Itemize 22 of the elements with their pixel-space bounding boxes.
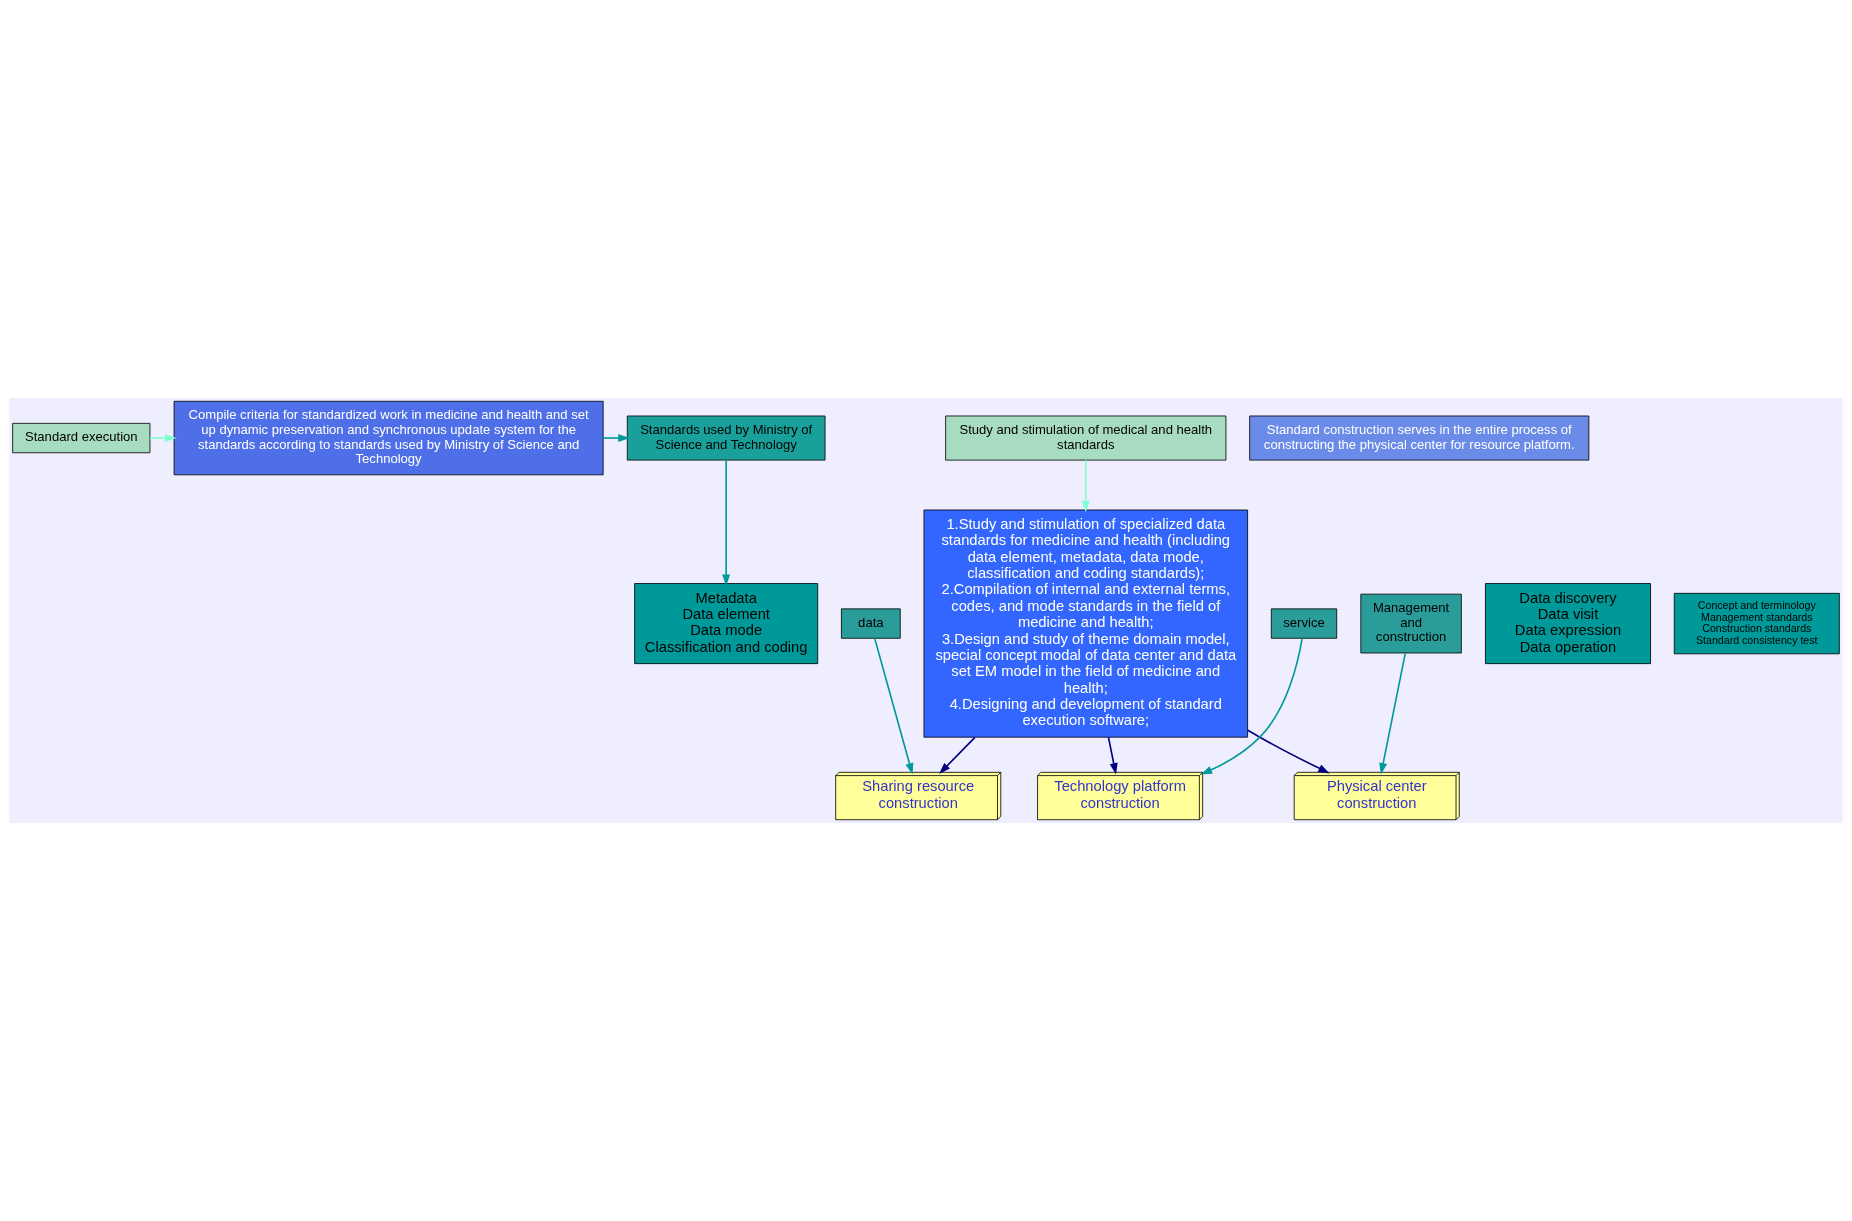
arrow: [1379, 652, 1407, 775]
node-box: Standard execution: [12, 422, 151, 454]
arrow: [1081, 459, 1090, 513]
node-box: Compile criteria for standardized work in medicine and health and set up dynamic preservation and synchronous update system for the standards according to standards used by Ministry of Science and Technology: [173, 400, 604, 476]
arrow: [939, 736, 976, 774]
arrow: [1107, 736, 1118, 775]
arrow: [722, 459, 731, 586]
arrow: [149, 434, 177, 443]
node-box: service: [1270, 608, 1338, 639]
arrow: [1247, 729, 1330, 774]
node-box: Concept and terminology Management standards Construction standards Standard consistency test: [1673, 592, 1840, 655]
node-box: 1.Study and stimulation of specialized data standards for medicine and health (including data element, metadata, data mode, classification and coding standards); 2.Compilation of internal and external terms, codes, and mode standards in the field of medicine and health; 3.Design and study of theme domain model, special concept modal of data center and data set EM model in the field of medicine and health; 4.Designing and development of standard execution software;: [923, 509, 1248, 738]
node-box: Standards used by Ministry of Science and Technology: [626, 415, 826, 461]
node-box: Standard construction serves in the entire process of constructing the physical center for resource platform.: [1249, 415, 1590, 461]
arrow: [873, 637, 914, 775]
node-box: Data discovery Data visit Data expression Data operation: [1485, 583, 1651, 665]
arrow: [1200, 637, 1303, 775]
node-box: data: [841, 608, 901, 639]
node-box: Metadata Data element Data mode Classification and coding: [634, 583, 819, 665]
arrow: [602, 434, 630, 443]
node-box: Management and construction: [1360, 593, 1462, 654]
node-box: Study and stimulation of medical and health standards: [945, 415, 1227, 461]
